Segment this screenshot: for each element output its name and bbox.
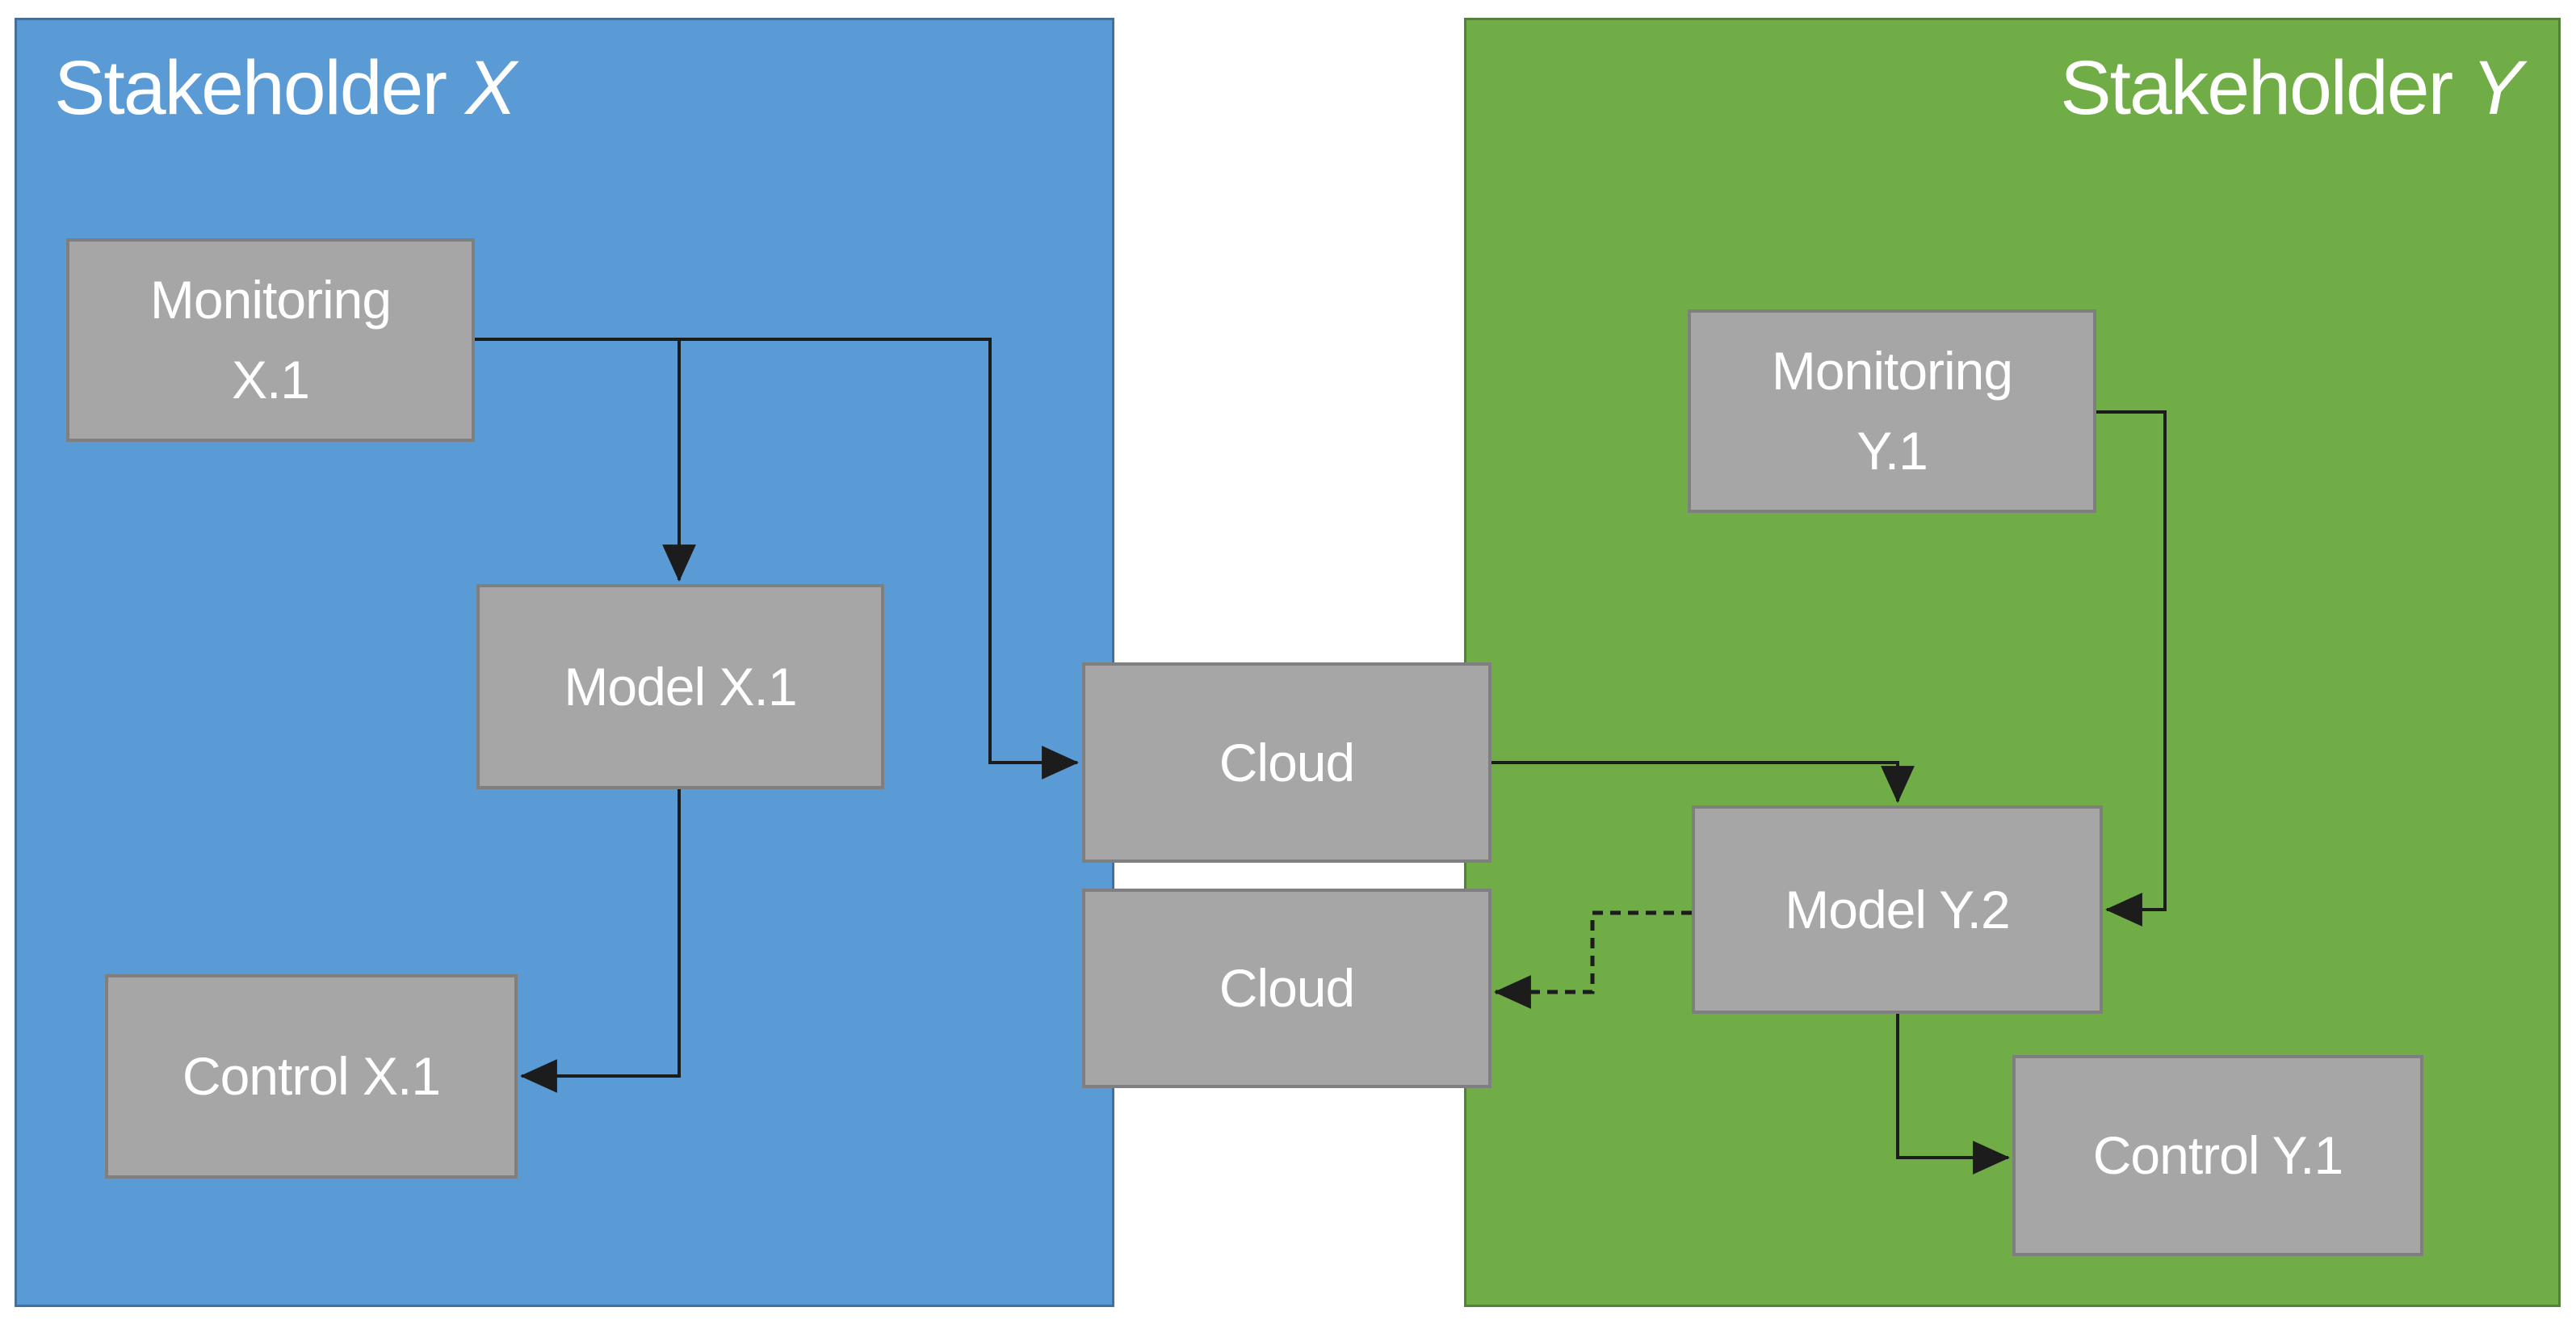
node-label-line: Cloud [1219, 958, 1355, 1018]
region-title-text: Stakeholder [2060, 45, 2453, 131]
node-label-line: Model X.1 [564, 656, 797, 717]
node-label-line: Cloud [1219, 732, 1355, 792]
node-label-line: Model Y.2 [1785, 879, 2010, 939]
node-label-line: Monitoring [149, 270, 392, 330]
node-label-line: Control X.1 [182, 1046, 441, 1106]
node-cloud-2: Cloud [1082, 889, 1491, 1088]
node-cloud-1: Cloud [1082, 662, 1491, 863]
region-title-variable: X [465, 45, 516, 131]
node-label-line: Monitoring [1771, 341, 2013, 401]
region-title-stakeholder-y: Stakeholder Y [1466, 44, 2558, 132]
region-title-stakeholder-x: Stakeholder X [17, 44, 1112, 132]
node-control-y1: Control Y.1 [2012, 1055, 2423, 1256]
node-control-x1: Control X.1 [105, 974, 518, 1179]
region-title-variable: Y [2471, 45, 2523, 131]
region-title-text: Stakeholder [54, 45, 447, 131]
node-label-line: Y.1 [1856, 421, 1928, 481]
node-model-y2: Model Y.2 [1692, 805, 2103, 1014]
node-label-line: X.1 [231, 350, 310, 410]
node-label-line: Control Y.1 [2092, 1125, 2343, 1185]
node-model-x1: Model X.1 [476, 584, 884, 789]
